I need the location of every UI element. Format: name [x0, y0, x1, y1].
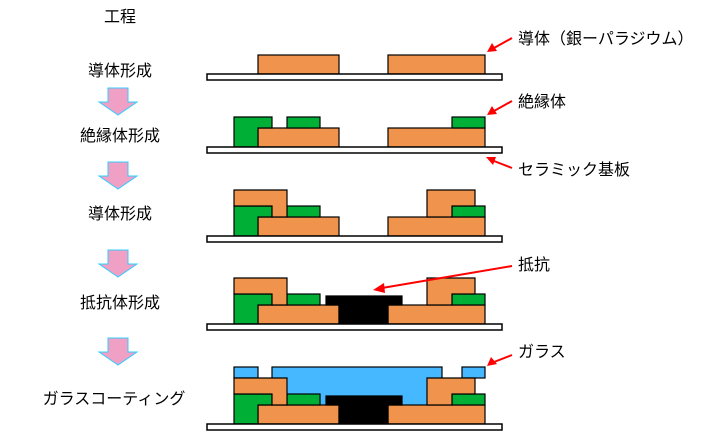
- down-arrow-icon: [97, 161, 139, 190]
- step-3-label: 導体形成: [88, 204, 152, 223]
- label-conductor: 導体（銀ーパラジウム）: [518, 29, 694, 48]
- step-2-label: 絶縁体形成: [80, 126, 160, 145]
- callout-arrow-icon: [487, 354, 513, 366]
- stage-1-cross-section: [206, 54, 503, 81]
- stage-2-cross-section: [206, 116, 503, 154]
- label-resistor: 抵抗: [518, 255, 550, 274]
- down-arrow-icon: [97, 249, 139, 278]
- callout-arrow-icon: [487, 100, 513, 115]
- stage-3-cross-section: [206, 189, 503, 243]
- callout-arrow-icon: [487, 37, 513, 52]
- step-4-label: 抵抗体形成: [80, 293, 160, 312]
- label-insulator: 絶縁体: [518, 92, 566, 111]
- label-substrate: セラミック基板: [518, 160, 630, 179]
- callout-arrow-icon: [486, 157, 513, 169]
- down-arrow-icon: [97, 337, 139, 366]
- stage-5-cross-section: [206, 366, 503, 431]
- label-glass: ガラス: [518, 342, 566, 361]
- down-arrow-icon: [97, 87, 139, 116]
- process-header: 工程: [104, 7, 136, 26]
- stage-4-cross-section: [206, 277, 503, 331]
- step-1-label: 導体形成: [88, 61, 152, 80]
- callout-arrow-icon: [373, 265, 513, 293]
- step-5-label: ガラスコーティング: [43, 389, 186, 408]
